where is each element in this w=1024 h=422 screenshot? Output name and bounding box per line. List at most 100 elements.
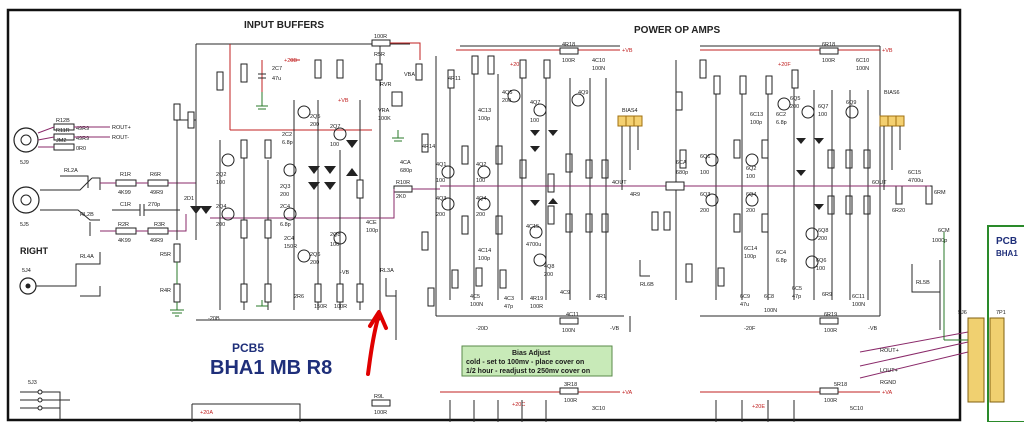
r4r18-ref: 4R18 (562, 42, 575, 48)
r5r-ref: R5R (160, 252, 171, 258)
pcb-id: PCB5 (232, 341, 264, 355)
connector-label-5j9: 5J9 (20, 160, 29, 166)
c6c5-val: 47p (792, 294, 801, 300)
q6q5-val: 200 (790, 104, 799, 110)
r4r11-ref: 4R14 (422, 144, 435, 150)
transistor-2q7: 2Q7 100 (330, 124, 347, 148)
c6c14-ref: 6C14 (744, 246, 757, 252)
r3r18-val: 100R (564, 398, 577, 404)
input-buffers-header: INPUT BUFFERS (244, 20, 324, 31)
c3c10-ref: 3C10 (592, 406, 605, 412)
q2q5-val: 200 (310, 122, 319, 128)
q6q4-ref: 6Q4 (746, 192, 756, 198)
q2q4-ref: 2C4 (280, 204, 290, 210)
c4c10-val: 100N (592, 66, 605, 72)
bias6-label: BIAS6 (884, 90, 900, 96)
bias-note-line2: cold - set to 100mv - place cover on (466, 359, 584, 366)
c6cm-ref: 6CM (938, 228, 950, 234)
q6q5-ref: 6Q5 (790, 96, 800, 102)
c6c11-ref: 6C11 (852, 294, 865, 300)
net-rout-minus: ROUT- (112, 135, 129, 141)
r4r1-ref: 4R11 (448, 76, 461, 82)
r2r-val: 4K99 (118, 238, 131, 244)
rail-plus-va: +VA (622, 390, 632, 396)
q4q1-ref: 4Q1 (436, 162, 446, 168)
c6c10-val: 100N (856, 66, 869, 72)
c2c4-ref: 2C4 (284, 236, 294, 242)
q4q8-val: 4700u (526, 242, 541, 248)
bias4-header (617, 115, 643, 127)
c6c9-ref: 6C9 (740, 294, 750, 300)
c6c8-val: 100N (764, 308, 777, 314)
q2q7-ref: 2Q7 (330, 124, 340, 130)
q2q7-val: 100 (330, 142, 339, 148)
net-lout-plus-out: LOUT+ (880, 368, 898, 374)
c6c5-ref: 6C5 (792, 286, 802, 292)
xlr-connector-5j5 (12, 186, 40, 214)
xlr-connector-5j9 (13, 127, 39, 153)
r11r-val: 49R9 (76, 136, 89, 142)
rail-minus-vb-6: -VB (868, 326, 878, 332)
c4c15-ref: 4R9 (630, 192, 640, 198)
r9l-val: 100R (374, 410, 387, 416)
c2c4-val: 150R (284, 244, 297, 250)
transistor-2q3: 2Q4 200 (216, 204, 235, 228)
net-rout-plus: ROUT+ (112, 125, 131, 131)
c4ca-ref: 4CA (400, 160, 411, 166)
rail-plus-vb-4: +VB (622, 48, 633, 54)
q2q3-ref: 2Q4 (216, 204, 226, 210)
r4r9-ref: 4C9 (560, 290, 570, 296)
page-border (6, 8, 962, 422)
r3r-ref: R3R (154, 222, 165, 228)
c6ca-val: 680p (676, 170, 688, 176)
q2q5-ref: 2Q5 (310, 114, 320, 120)
c4c5-val: 47p (504, 304, 513, 310)
r6r18-val: 100R (822, 58, 835, 64)
q6q6-val: 100 (816, 266, 825, 272)
q2q6-val: 200 (310, 260, 319, 266)
c2c7-ref: 2C7 (272, 66, 282, 72)
c6c15-ref: 6C15 (908, 170, 921, 176)
c2c7-val: 47u (272, 76, 281, 82)
q4q3-ref: 4Q3 (436, 196, 446, 202)
transistor-6q9: 6Q9 (845, 100, 859, 119)
r12b-ref: R12B (56, 118, 70, 124)
q2q1-val: 100 (216, 180, 225, 186)
r6r-ref: R6R (150, 172, 161, 178)
edge-pcb-label: PCB (996, 236, 1017, 247)
r3r-val: 49R9 (150, 238, 163, 244)
q6q2-ref: 6Q2 (746, 166, 756, 172)
c1r-ref: C1R (120, 202, 131, 208)
q6q6-ref: 6Q6 (816, 258, 826, 264)
q2q3-val: 200 (216, 222, 225, 228)
rail-plus20e: +20E (752, 404, 765, 410)
c6c15-val: 4700u (908, 178, 923, 184)
daughter-board-outline (987, 225, 1024, 422)
r10r-ref: R10R (396, 180, 410, 186)
c4c3-ref: 4R19 (530, 296, 543, 302)
q6q3-ref: 6Q3 (700, 192, 710, 198)
c6c4-ref: 6C4 (776, 250, 786, 256)
c2c2-ref: 2C2 (282, 132, 292, 138)
relay-rl2a: RL2A (64, 168, 78, 174)
c6c9-val: 47u (740, 302, 749, 308)
c4c9-ref: 4C5 (470, 294, 480, 300)
net-6out: 6OUT (872, 180, 887, 186)
r4r19-val: 100N (562, 328, 575, 334)
bottom-section: +20A R9L 100R 3R18 100R +VA +20C 3C10 5R… (191, 382, 892, 422)
c6c8-ref: 6C8 (764, 294, 774, 300)
rail-minus20f: -20F (744, 326, 756, 332)
red-annotation-arrow (366, 310, 388, 376)
